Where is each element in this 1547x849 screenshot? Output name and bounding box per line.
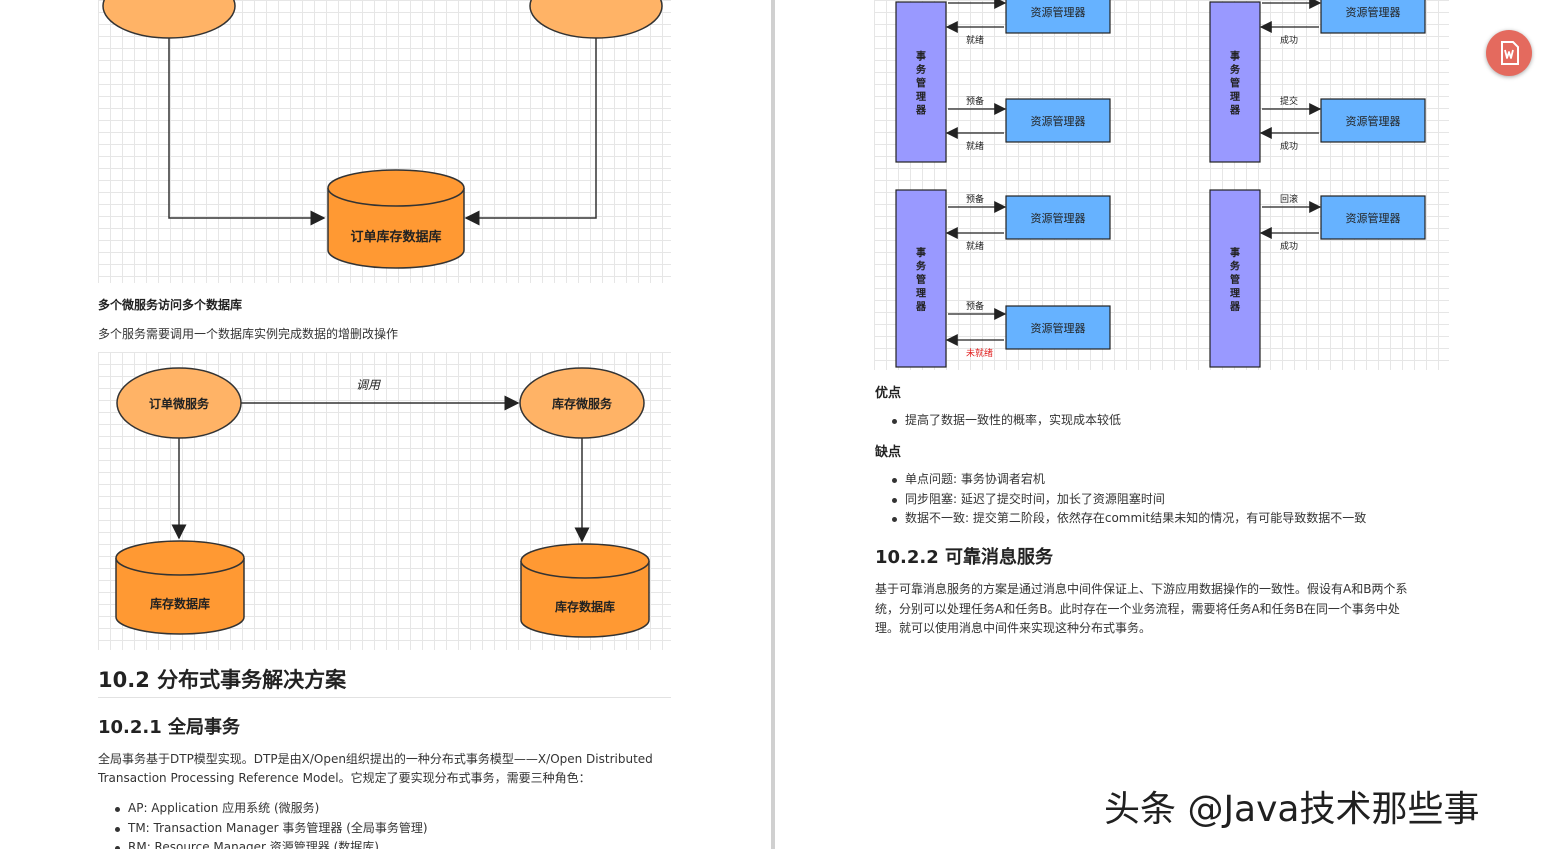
service-node-top-left <box>102 0 236 39</box>
transaction-manager-3 <box>895 189 947 368</box>
resource-manager-2-2-label: 资源管理器 <box>1346 114 1401 128</box>
cons-item: 同步阻塞: 延迟了提交时间，加长了资源阻塞时间 <box>887 490 1366 510</box>
section-description: 多个服务需要调用一个数据库实例完成数据的增删改操作 <box>98 327 399 341</box>
heading-global-tx: 10.2.1 全局事务 <box>98 717 241 738</box>
stock-db-cylinder-a <box>115 540 245 635</box>
page-divider <box>771 0 775 849</box>
transaction-manager-3-label-char: 理 <box>916 287 926 299</box>
section-label-multi-db: 多个微服务访问多个数据库 <box>98 298 243 312</box>
two-phase-commit-svg: 事务管理器资源管理器就绪资源管理器预备就绪事务管理器资源管理器成功资源管理器提交… <box>895 0 1426 368</box>
single-db-diagram: 订单库存数据库 <box>98 0 671 283</box>
transaction-manager-1-label-char: 器 <box>915 104 927 116</box>
phase-label: 就绪 <box>966 34 984 46</box>
service-node-top-right <box>529 0 663 39</box>
right-document-page: 事务管理器资源管理器就绪资源管理器预备就绪事务管理器资源管理器成功资源管理器提交… <box>775 0 1547 849</box>
resource-manager-1-1 <box>1005 0 1111 34</box>
word-export-icon <box>1501 41 1519 65</box>
phase-label: 成功 <box>1280 240 1298 252</box>
stock-db-label-b: 库存数据库 <box>554 600 615 614</box>
role-item-ap: AP: Application 应用系统 (微服务) <box>110 799 428 819</box>
call-edge-label: 调用 <box>355 378 380 392</box>
role-item-tm: TM: Transaction Manager 事务管理器 (全局事务管理) <box>110 819 428 839</box>
pros-list: 提高了数据一致性的概率，实现成本较低 <box>887 411 1121 431</box>
cons-title: 缺点 <box>875 445 902 460</box>
reliable-msg-paragraph-line2: 统，分别可以处理任务A和任务B。此时存在一个业务流程，需要将任务A和任务B在同一… <box>875 602 1400 616</box>
transaction-manager-1 <box>895 1 947 163</box>
resource-manager-4-1 <box>1320 195 1426 240</box>
phase-label: 预备 <box>966 95 984 107</box>
roles-list: AP: Application 应用系统 (微服务) TM: Transacti… <box>110 799 428 849</box>
resource-manager-3-2-label: 资源管理器 <box>1031 321 1086 335</box>
transaction-manager-2-label-char: 事 <box>1230 49 1240 62</box>
resource-manager-1-2-label: 资源管理器 <box>1031 114 1086 128</box>
phase-label: 就绪 <box>966 140 984 152</box>
transaction-manager-2-label-char: 管 <box>1230 76 1240 89</box>
transaction-manager-2-label-char: 务 <box>1230 63 1241 76</box>
transaction-manager-2 <box>1209 1 1261 163</box>
watermark-text: 头条 @Java技术那些事 <box>1104 789 1480 830</box>
reliable-msg-paragraph-line3: 理。就可以使用消息中间件来实现这种分布式事务。 <box>875 621 1152 635</box>
transaction-manager-4-label-char: 理 <box>1230 287 1240 299</box>
edge-right-to-db <box>464 38 597 226</box>
resource-manager-3-2 <box>1005 305 1111 350</box>
transaction-manager-1-label-char: 务 <box>916 63 927 76</box>
heading-underline <box>98 697 671 698</box>
transaction-manager-2-label-char: 理 <box>1230 91 1240 103</box>
transaction-manager-4-label-char: 管 <box>1230 273 1240 286</box>
stock-db-label-a: 库存数据库 <box>149 597 210 611</box>
phase-label: 预备 <box>966 300 984 312</box>
transaction-manager-3-label-char: 器 <box>915 301 927 313</box>
order-service-label: 订单微服务 <box>148 397 209 411</box>
global-tx-paragraph-line1: 全局事务基于DTP模型实现。DTP是由X/Open组织提出的一种分布式事务模型—… <box>98 752 653 766</box>
transaction-manager-3-label-char: 事 <box>916 246 926 259</box>
phase-label: 成功 <box>1280 140 1298 152</box>
transaction-manager-3-label-char: 务 <box>916 259 927 272</box>
phase-label: 未就绪 <box>966 347 993 359</box>
phase-label: 就绪 <box>966 240 984 252</box>
transaction-manager-1-label-char: 管 <box>916 76 926 89</box>
transaction-manager-3-label-char: 管 <box>916 273 926 286</box>
resource-manager-2-2 <box>1320 98 1426 143</box>
resource-manager-2-1 <box>1320 0 1426 34</box>
cons-item: 单点问题: 事务协调者宕机 <box>887 470 1366 490</box>
resource-manager-3-1-label: 资源管理器 <box>1031 211 1086 225</box>
order-stock-db-cylinder <box>327 169 465 269</box>
cons-item: 数据不一致: 提交第二阶段，依然存在commit结果未知的情况，有可能导致数据不… <box>887 509 1366 529</box>
order-stock-db-label: 订单库存数据库 <box>350 230 442 245</box>
transaction-manager-1-label-char: 理 <box>916 91 926 103</box>
transaction-manager-2-label-char: 器 <box>1229 104 1241 116</box>
pros-item: 提高了数据一致性的概率，实现成本较低 <box>887 411 1121 431</box>
stock-service-label: 库存微服务 <box>551 397 612 411</box>
two-phase-commit-diagram: 事务管理器资源管理器就绪资源管理器预备就绪事务管理器资源管理器成功资源管理器提交… <box>874 0 1449 370</box>
pros-title: 优点 <box>875 386 902 401</box>
resource-manager-2-1-label: 资源管理器 <box>1346 5 1401 19</box>
multi-db-diagram: 订单微服务 库存微服务 调用 库存数据库 库存数据库 <box>98 352 671 650</box>
resource-manager-4-1-label: 资源管理器 <box>1346 211 1401 225</box>
resource-manager-1-1-label: 资源管理器 <box>1031 5 1086 19</box>
resource-manager-1-2 <box>1005 98 1111 143</box>
phase-label: 提交 <box>1280 95 1298 107</box>
transaction-manager-4-label-char: 器 <box>1229 301 1241 313</box>
single-db-diagram-svg <box>102 0 663 269</box>
multi-db-diagram-svg <box>115 367 650 638</box>
heading-reliable-message: 10.2.2 可靠消息服务 <box>875 547 1054 568</box>
transaction-manager-4 <box>1209 189 1261 368</box>
heading-distributed-tx-solutions: 10.2 分布式事务解决方案 <box>98 668 347 692</box>
transaction-manager-4-label-char: 事 <box>1230 246 1240 259</box>
cons-list: 单点问题: 事务协调者宕机 同步阻塞: 延迟了提交时间，加长了资源阻塞时间 数据… <box>887 470 1366 529</box>
stock-db-cylinder-b <box>520 543 650 638</box>
transaction-manager-1-label-char: 事 <box>916 49 926 62</box>
role-item-rm: RM: Resource Manager 资源管理器 (数据库) <box>110 838 428 849</box>
phase-label: 预备 <box>966 193 984 205</box>
left-document-page: 订单库存数据库 多个微服务访问多个数据库 多个服务需要调用一个数据库实例完成数据… <box>0 0 771 849</box>
word-export-button[interactable] <box>1486 30 1532 76</box>
phase-label: 回滚 <box>1280 193 1298 205</box>
edge-left-to-db <box>168 38 326 226</box>
transaction-manager-4-label-char: 务 <box>1230 259 1241 272</box>
reliable-msg-paragraph-line1: 基于可靠消息服务的方案是通过消息中间件保证上、下游应用数据操作的一致性。假设有A… <box>875 582 1408 596</box>
resource-manager-3-1 <box>1005 195 1111 240</box>
global-tx-paragraph-line2: Transaction Processing Reference Model。它… <box>98 771 591 785</box>
phase-label: 成功 <box>1280 34 1298 46</box>
